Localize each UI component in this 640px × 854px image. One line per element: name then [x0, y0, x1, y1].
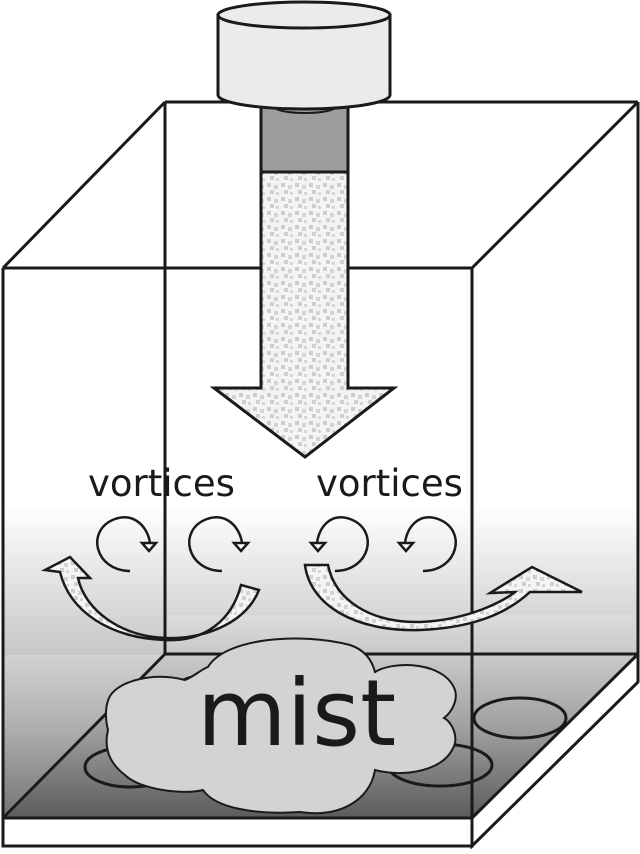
vortices-label-right: vortices	[316, 462, 463, 505]
box-edge	[470, 100, 640, 270]
downward-flow-arrow	[209, 170, 399, 459]
box-edge	[1, 100, 167, 270]
vortex-arrow-icon	[308, 516, 369, 573]
vortex-arrow-icon	[396, 516, 457, 573]
outflow-arrows	[40, 555, 583, 642]
mist-cloud	[104, 637, 457, 815]
transducer-ring	[472, 696, 568, 740]
inlet-pipe	[209, 102, 399, 459]
fan-cap	[216, 0, 392, 114]
vortex-arrow-icon	[188, 516, 251, 573]
base-plate	[1, 650, 640, 850]
right-outflow-arrow	[303, 563, 583, 632]
chamber-box	[1, 100, 640, 846]
left-outflow-arrow	[40, 555, 261, 642]
vortex-arrows	[96, 516, 457, 573]
vortex-arrow-icon	[96, 516, 159, 573]
vortices-label-left: vortices	[88, 462, 235, 505]
mist-label: mist	[197, 660, 396, 767]
